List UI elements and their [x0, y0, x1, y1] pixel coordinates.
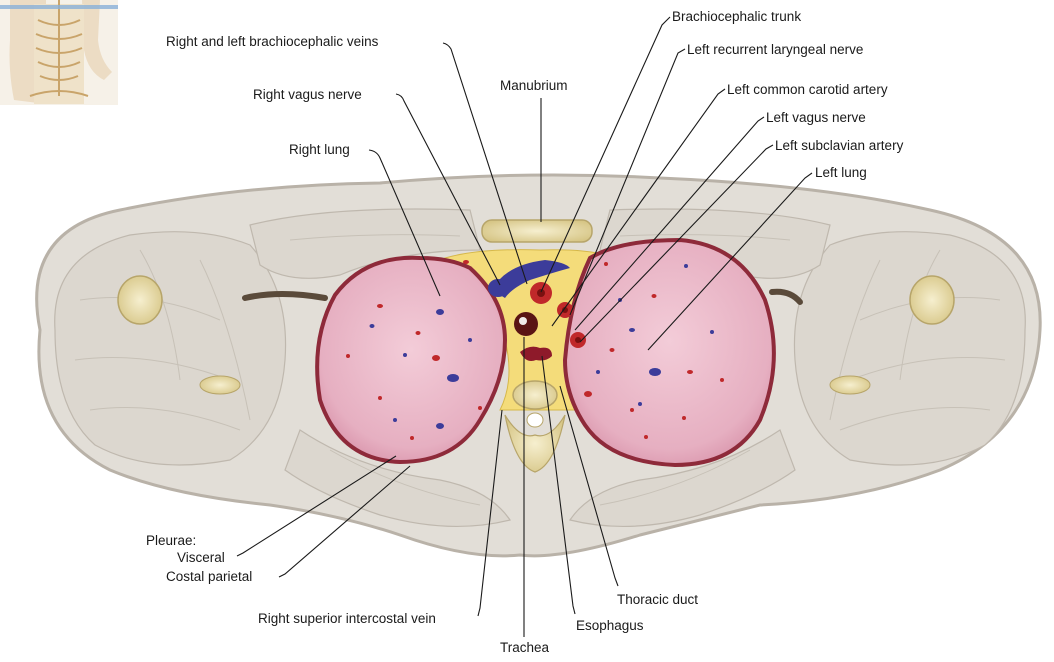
label-visceral: Visceral — [177, 550, 225, 565]
label-trachea: Trachea — [500, 640, 549, 655]
label-left-common-carotid-artery: Left common carotid artery — [727, 82, 888, 97]
leader-left-vagus-nerve — [575, 117, 764, 330]
label-brachiocephalic-trunk: Brachiocephalic trunk — [672, 9, 801, 24]
leader-esophagus — [542, 356, 575, 614]
label-esophagus: Esophagus — [576, 618, 644, 633]
leader-left-lung — [648, 173, 812, 350]
label-right-superior-intercostal-vein: Right superior intercostal vein — [258, 611, 436, 626]
label-left-lung: Left lung — [815, 165, 867, 180]
leader-left-subclavian-artery — [580, 145, 773, 342]
leader-left-recurrent-laryngeal-nerve — [570, 49, 685, 315]
leader-right-lung — [369, 150, 440, 296]
leader-right-vagus-nerve — [396, 94, 500, 285]
label-left-recurrent-laryngeal-nerve: Left recurrent laryngeal nerve — [687, 42, 863, 57]
label-left-vagus-nerve: Left vagus nerve — [766, 110, 866, 125]
label-costal-parietal: Costal parietal — [166, 569, 252, 584]
label-left-subclavian-artery: Left subclavian artery — [775, 138, 903, 153]
label-manubrium: Manubrium — [500, 78, 568, 93]
leader-thoracic-duct — [560, 386, 618, 586]
leader-left-common-carotid-artery — [552, 89, 725, 326]
leader-visceral — [237, 456, 396, 556]
leader-costal-parietal — [279, 466, 410, 577]
label-thoracic-duct: Thoracic duct — [617, 592, 698, 607]
label-right-vagus-nerve: Right vagus nerve — [253, 87, 362, 102]
label-brachiocephalic-veins: Right and left brachiocephalic veins — [166, 34, 378, 49]
label-right-lung: Right lung — [289, 142, 350, 157]
label-pleurae: Pleurae: — [146, 533, 196, 548]
leader-right-superior-intercostal-vein — [478, 410, 502, 616]
